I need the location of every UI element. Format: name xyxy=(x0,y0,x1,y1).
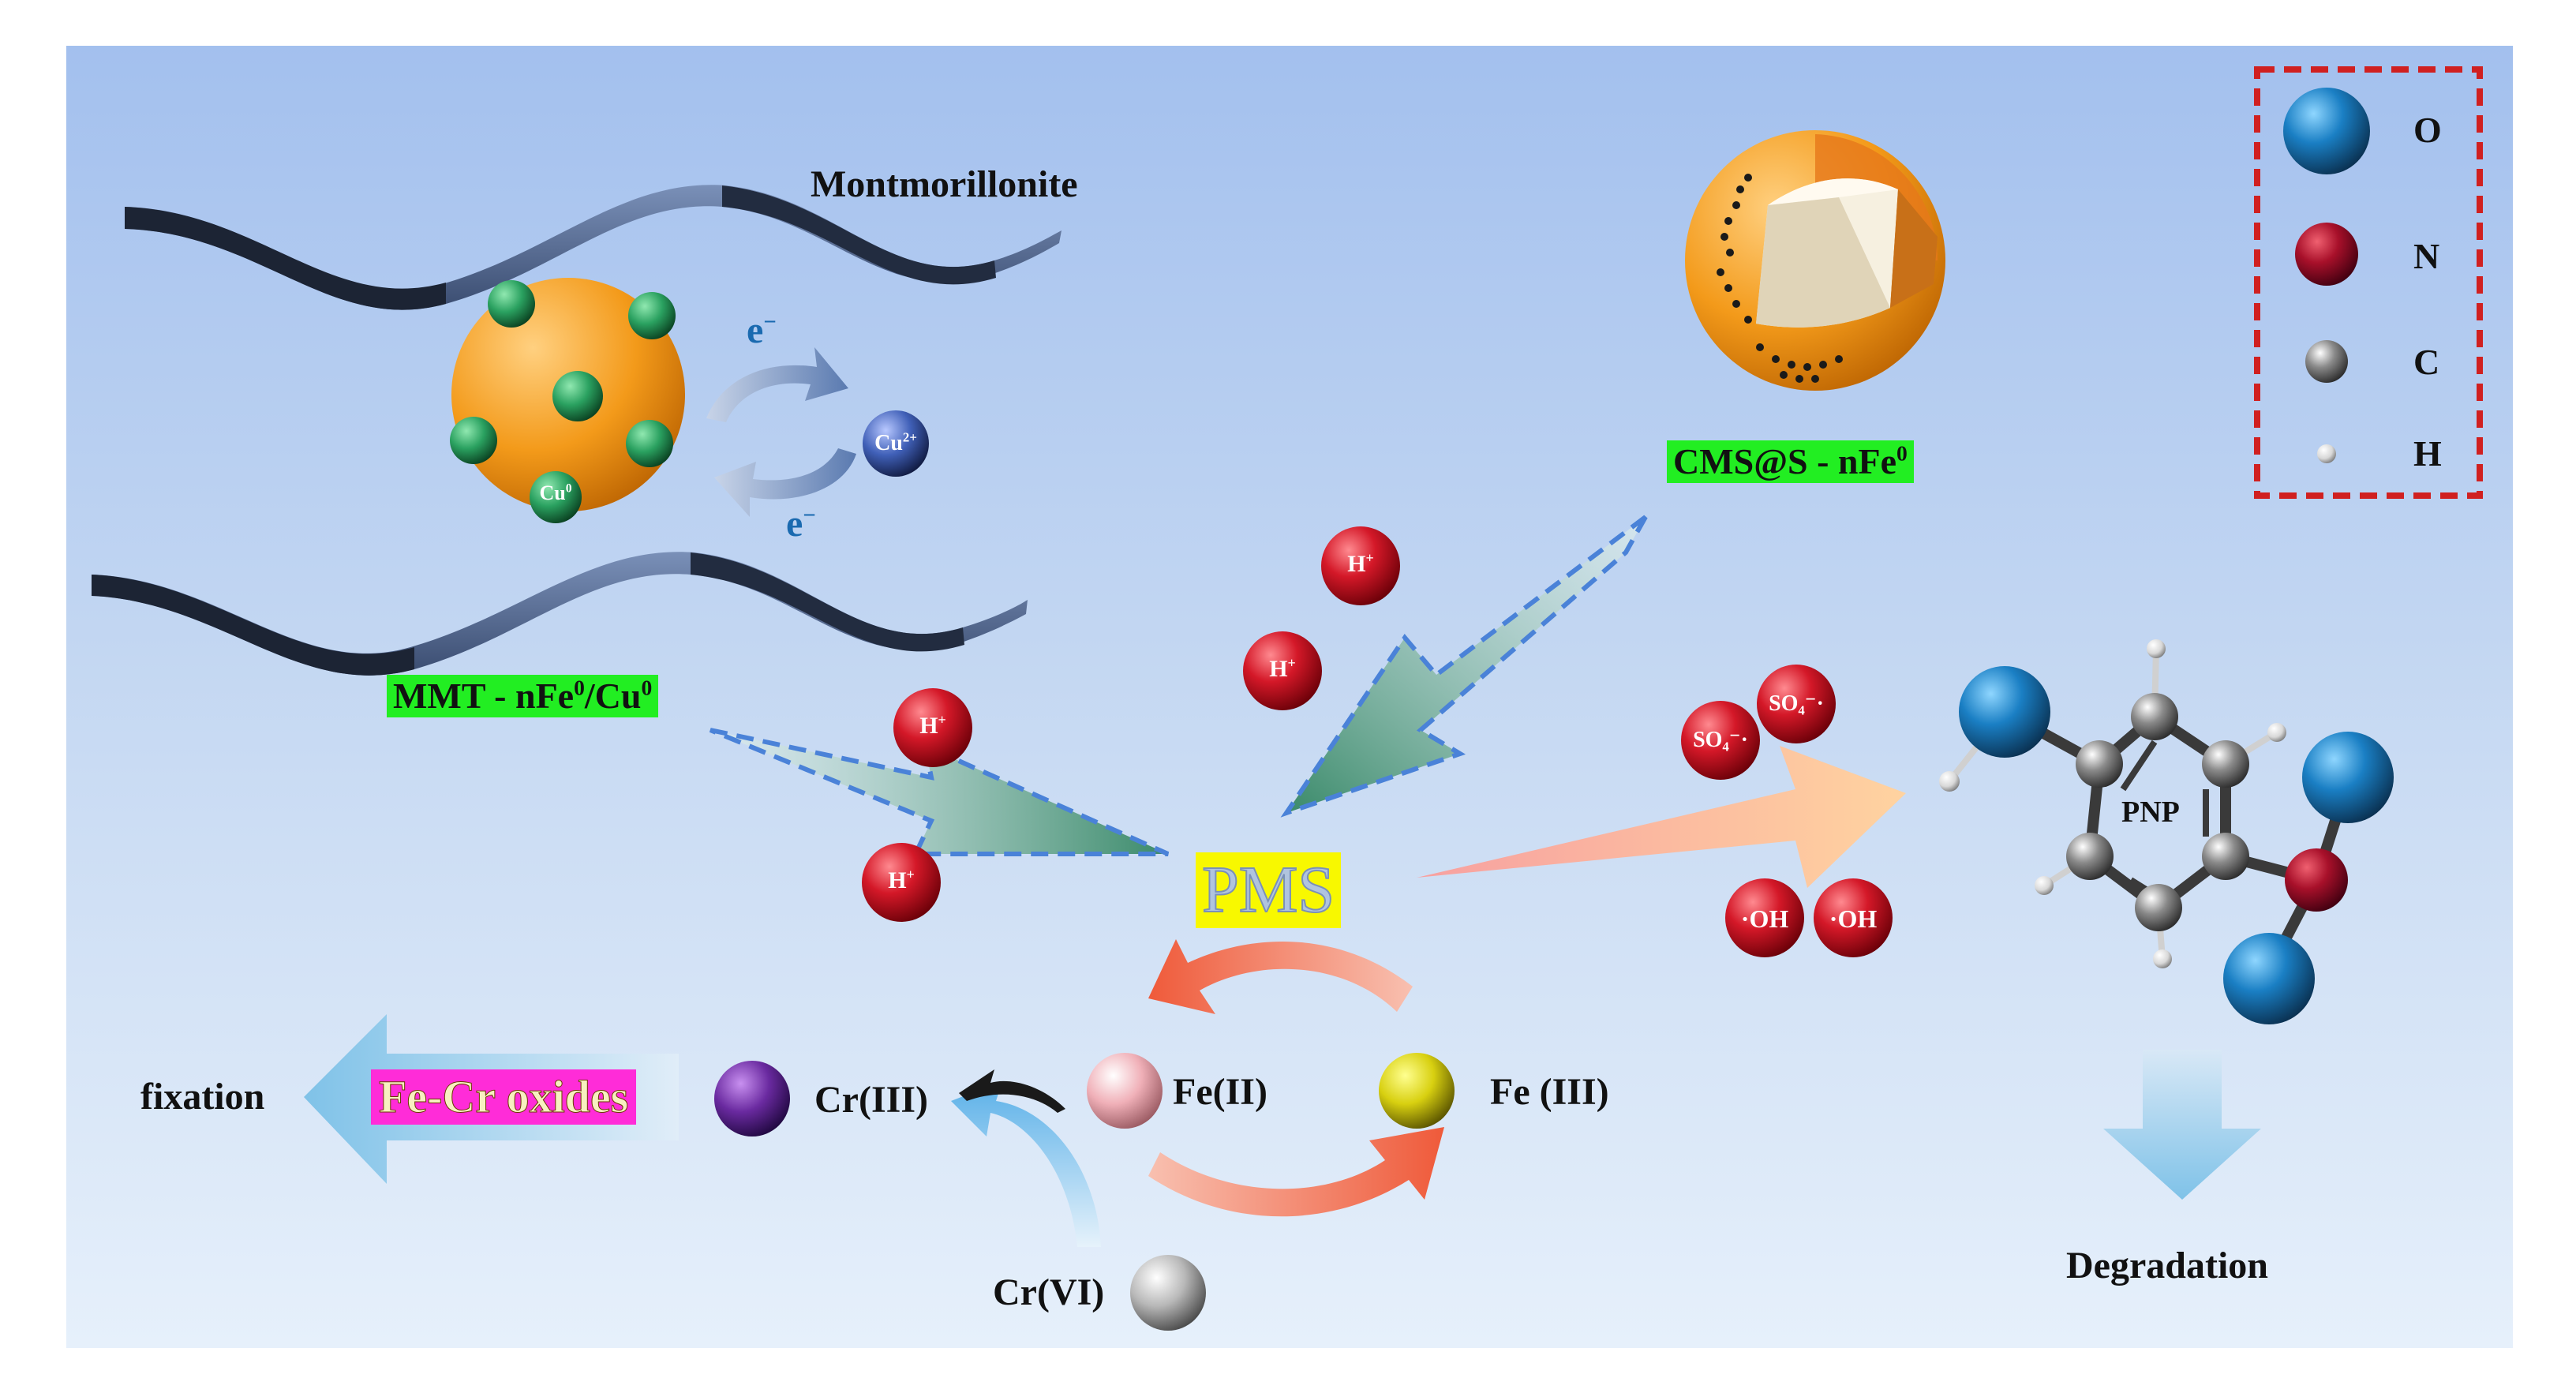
fe-cycle-arrow-reduction xyxy=(1148,1127,1444,1217)
proton-label: H+ xyxy=(1269,655,1296,682)
legend-hydrogen-label: H xyxy=(2413,433,2442,474)
mmt-catalyst-label: MMT - nFe0/Cu0 xyxy=(387,675,659,717)
sulfate-radical-sphere xyxy=(1681,701,1760,780)
legend-oxygen-sphere xyxy=(2283,88,2370,174)
cms-catalyst-label: CMS@S - nFe0 xyxy=(1667,440,1914,483)
proton-sphere xyxy=(1321,526,1400,605)
legend-box xyxy=(2254,66,2483,499)
montmorillonite-sheet-top xyxy=(125,185,1061,310)
sulfate-radical-label: SO₄⁻· xyxy=(1693,728,1748,752)
cu0-particle xyxy=(488,280,535,328)
legend-hydrogen-sphere xyxy=(2317,444,2336,463)
cu0-particle xyxy=(552,371,603,421)
sulfate-radical-sphere xyxy=(1757,665,1836,743)
cu0-label: Cu0 xyxy=(539,481,572,504)
sulfate-radical-label: SO₄⁻· xyxy=(1769,691,1824,716)
cr-reduction-arrow xyxy=(951,1081,1101,1247)
electron-arrow-top xyxy=(706,347,848,422)
cu0-particle xyxy=(628,292,676,339)
cu2-ion xyxy=(863,410,929,477)
arrow-mmt-to-pms xyxy=(709,728,1170,856)
legend-nitrogen-sphere xyxy=(2295,223,2358,286)
cu0-particle-labeled xyxy=(530,471,582,523)
proton-label: H+ xyxy=(1347,550,1374,577)
fe3-sphere xyxy=(1379,1053,1455,1129)
pnp-molecule xyxy=(1939,639,2394,1024)
cms-core-shell-particle xyxy=(1685,130,1945,391)
hydroxyl-radical-sphere xyxy=(1725,878,1804,957)
fixation-label: fixation xyxy=(140,1076,265,1118)
cr6-label: Cr(VI) xyxy=(993,1271,1105,1313)
legend-carbon-label: C xyxy=(2413,342,2440,382)
hydroxyl-radical-label: ·OH xyxy=(1740,904,1789,933)
arrow-cms-to-pms xyxy=(1280,515,1648,818)
montmorillonite-label: Montmorillonite xyxy=(811,163,1078,205)
fe-cr-oxides-label: Fe-Cr oxides xyxy=(371,1069,637,1125)
legend-carbon-sphere xyxy=(2305,340,2348,383)
cu2-label: Cu2+ xyxy=(874,429,917,455)
electron-arrow-bottom xyxy=(714,448,856,517)
pms-label: PMS xyxy=(1196,852,1342,928)
cu0-particle xyxy=(450,417,497,464)
legend-nitrogen-label: N xyxy=(2413,236,2440,276)
fe2-label: Fe(II) xyxy=(1173,1071,1267,1113)
fe2-sphere xyxy=(1087,1053,1163,1129)
electron-label-top: e− xyxy=(747,309,777,351)
fe3-label: Fe (III) xyxy=(1490,1071,1609,1113)
cr6-sphere xyxy=(1130,1255,1206,1331)
cr3-sphere xyxy=(714,1061,790,1136)
proton-sphere xyxy=(862,843,941,922)
fe-cycle-arrow-oxidation xyxy=(1148,939,1413,1014)
arrow-pms-to-pnp xyxy=(1417,746,1906,888)
proton-label: H+ xyxy=(888,867,915,893)
pnp-label: PNP xyxy=(2121,796,2180,829)
proton-label: H+ xyxy=(919,712,946,739)
proton-sphere xyxy=(893,688,972,767)
proton-sphere xyxy=(1243,631,1322,710)
degradation-arrow xyxy=(2103,1050,2261,1200)
hydroxyl-radical-label: ·OH xyxy=(1829,904,1878,933)
cr3-label: Cr(III) xyxy=(814,1079,928,1121)
legend-oxygen-label: O xyxy=(2413,110,2442,150)
hydroxyl-radical-sphere xyxy=(1814,878,1893,957)
montmorillonite-sheet-bottom xyxy=(92,552,1028,676)
degradation-label: Degradation xyxy=(2066,1245,2268,1286)
cr-reduction-arrow-shadow xyxy=(959,1069,1065,1113)
electron-label-bottom: e− xyxy=(786,503,816,545)
cu0-particle xyxy=(626,420,673,467)
